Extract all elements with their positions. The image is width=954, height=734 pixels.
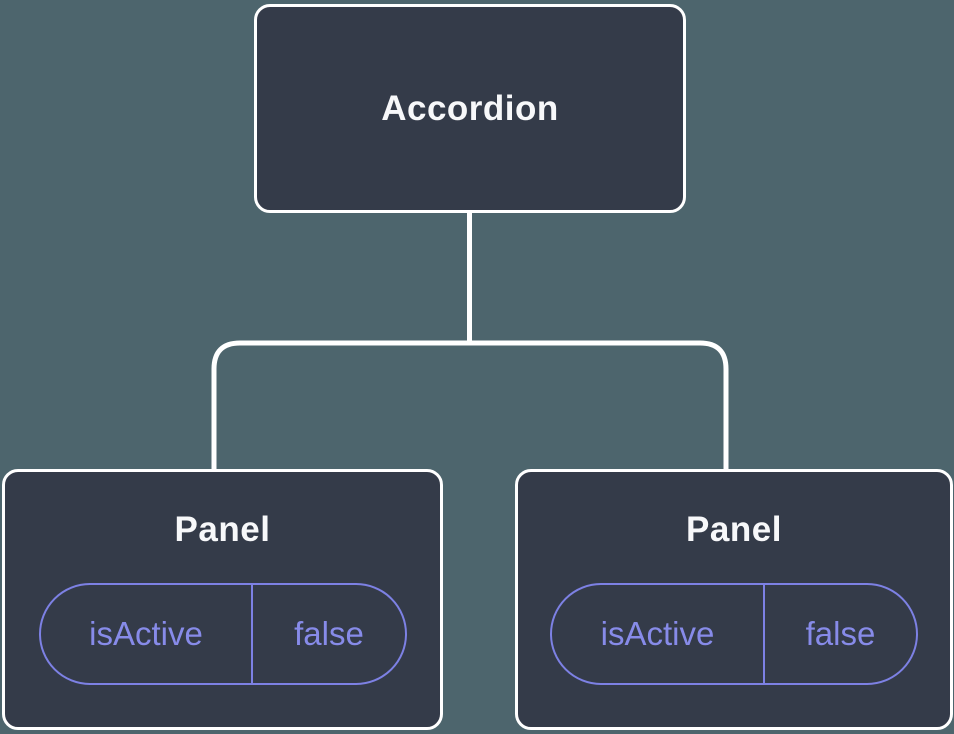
prop-value: false <box>294 615 364 652</box>
prop-value: false <box>805 615 876 652</box>
prop-name: isActive <box>41 585 254 683</box>
node-accordion-label: Accordion <box>381 88 559 128</box>
node-panel-2[interactable]: Panel isActive false <box>515 469 953 730</box>
node-panel-2-label: Panel <box>686 510 782 549</box>
prop-pill-isactive[interactable]: isActive false <box>550 583 918 685</box>
prop-name: isActive <box>552 585 765 683</box>
node-panel-1-label: Panel <box>174 510 271 549</box>
prop-pill-isactive[interactable]: isActive false <box>38 583 407 685</box>
node-panel-1[interactable]: Panel isActive false <box>2 469 443 730</box>
node-accordion[interactable]: Accordion <box>254 4 686 213</box>
connector-branch <box>211 340 729 470</box>
